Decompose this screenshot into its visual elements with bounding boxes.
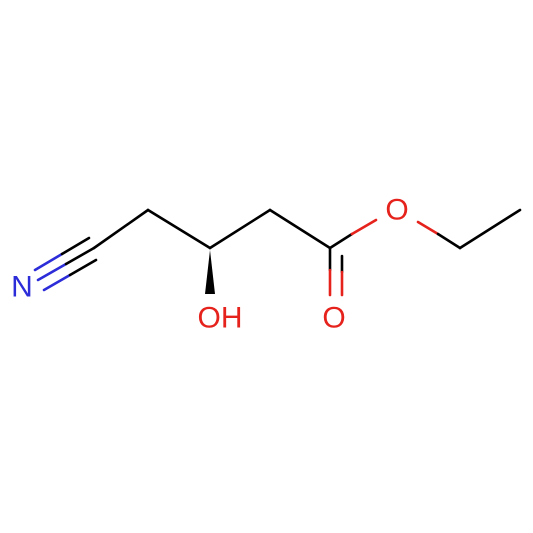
triple-bond-line-2-n bbox=[42, 273, 72, 292]
triple-bond-line-1-c bbox=[64, 246, 96, 266]
triple-bond-line-2-c bbox=[68, 258, 98, 277]
bond-ethyl bbox=[458, 208, 522, 250]
triple-bond-line-1-n bbox=[36, 262, 68, 282]
bond-c3-c4 bbox=[208, 208, 272, 250]
triple-bond-line-3-c bbox=[60, 236, 91, 256]
bond-c2-c3 bbox=[146, 208, 212, 250]
triple-bond-line-3-n bbox=[33, 252, 64, 272]
ethoxy-bond-c bbox=[436, 232, 462, 250]
stereo-wedge-bond bbox=[205, 250, 215, 294]
bond-c1-c2 bbox=[92, 208, 150, 250]
nitrile-triple-bond bbox=[33, 236, 98, 292]
hydroxyl-label: OH bbox=[198, 302, 243, 335]
ester-bond-o bbox=[350, 218, 378, 236]
ester-bond-c bbox=[328, 232, 354, 250]
carbonyl-oxygen-label: O bbox=[322, 302, 345, 335]
nitrogen-atom-label: N bbox=[11, 271, 33, 304]
bond-c4-c5 bbox=[268, 208, 332, 250]
ethoxy-bond-o bbox=[416, 220, 440, 236]
ester-oxygen-label: O bbox=[385, 194, 408, 227]
